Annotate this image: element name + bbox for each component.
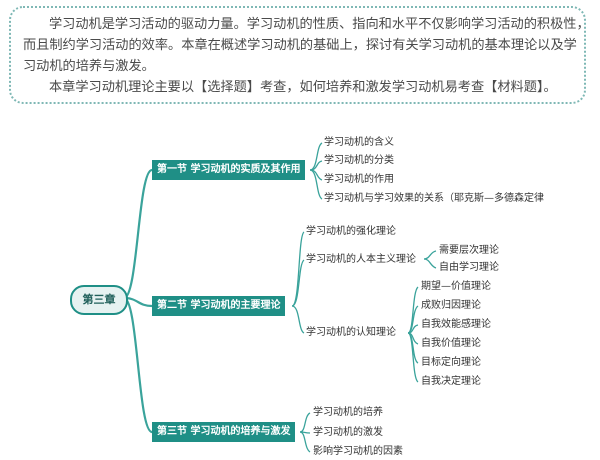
connector-root-sec1 — [123, 168, 153, 300]
humanistic-child-2: 自由学习理论 — [439, 262, 499, 273]
section-3-node: 第三节 学习动机的培养与激发 — [152, 422, 296, 442]
sec1-item-3: 学习动机的作用 — [324, 174, 394, 185]
cognitive-child-4: 自我价值理论 — [421, 338, 481, 349]
root-node: 第三章 — [70, 285, 128, 315]
section-1-node: 第一节 学习动机的实质及其作用 — [152, 160, 306, 180]
cognitive-child-6: 自我决定理论 — [421, 376, 481, 387]
cognitive-child-1: 期望—价值理论 — [421, 281, 491, 292]
cognitive-child-5: 目标定向理论 — [421, 357, 481, 368]
connector-root-sec3 — [123, 296, 153, 434]
intro-line-1: 学习动机是学习活动的驱动力量。学习动机的性质、指向和水平不仅影响学习活动的积极性… — [49, 17, 590, 32]
sec3-item-1: 学习动机的培养 — [313, 407, 383, 418]
sec2-reinforcement-theory: 学习动机的强化理论 — [306, 226, 396, 237]
humanistic-child-1: 需要层次理论 — [439, 245, 499, 256]
cognitive-child-3: 自我效能感理论 — [421, 319, 491, 330]
sec3-item-2: 学习动机的激发 — [313, 427, 383, 438]
sec2-cognitive-theory: 学习动机的认知理论 — [306, 327, 396, 338]
intro-line-3: 习动机的培养与激发。 — [23, 59, 155, 74]
sec1-item-1: 学习动机的含义 — [324, 137, 394, 148]
sec2-humanistic-theory: 学习动机的人本主义理论 — [306, 254, 416, 265]
intro-line-4: 本章学习动机理论主要以【选择题】考查，如何培养和激发学习动机易考查【材料题】。 — [49, 80, 557, 95]
intro-line-2: 而且制约学习活动的效率。本章在概述学习动机的基础上，探讨有关学习动机的基本理论以… — [23, 38, 577, 53]
sec1-item-4: 学习动机与学习效果的关系（耶克斯—多德森定律 — [324, 193, 544, 204]
section-2-node: 第二节 学习动机的主要理论 — [152, 296, 286, 316]
sec1-item-2: 学习动机的分类 — [324, 155, 394, 166]
cognitive-child-2: 成败归因理论 — [421, 300, 481, 311]
sec3-item-3: 影响学习动机的因素 — [313, 446, 403, 457]
intro-box: 学习动机是学习活动的驱动力量。学习动机的性质、指向和水平不仅影响学习活动的积极性… — [9, 6, 590, 104]
